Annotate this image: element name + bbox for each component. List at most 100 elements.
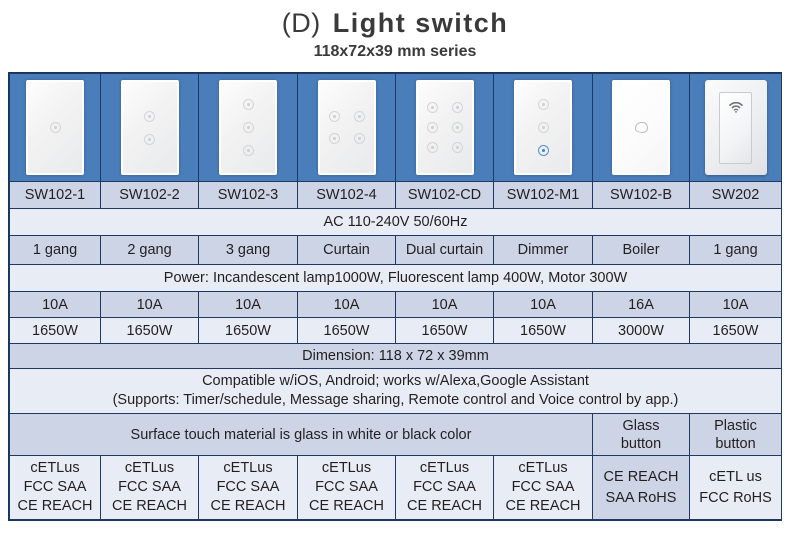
touch-panel-boiler-icon: [612, 80, 670, 175]
surface-material-row: Surface touch material is glass in white…: [9, 413, 782, 456]
product-code-4: SW102-CD: [395, 181, 494, 209]
certification-1-line-2: FCC SAA: [118, 479, 181, 495]
button-material-plastic-line-2: button: [715, 435, 756, 452]
product-type-6: Boiler: [592, 235, 690, 265]
button-material-glass: Glass button: [592, 413, 690, 456]
certification-6: CE REACH SAA RoHS: [592, 455, 690, 520]
power-note-row: Power: Incandescent lamp1000W, Fluoresce…: [9, 264, 782, 292]
certification-6-line-2: SAA RoHS: [605, 489, 677, 506]
certification-5: cETLus FCC SAA CE REACH: [493, 455, 593, 520]
certification-0-line-3: CE REACH: [17, 498, 93, 514]
certification-0-line-2: FCC SAA: [23, 479, 87, 495]
product-type-7: 1 gang: [689, 235, 782, 265]
certification-2: cETLus FCC SAA CE REACH: [198, 455, 298, 520]
product-image-row: [9, 73, 782, 182]
specification-table: SW102-1 SW102-2 SW102-3 SW102-4 SW102-CD…: [9, 73, 782, 520]
product-code-1: SW102-2: [100, 181, 199, 209]
product-image-cell-0: [9, 73, 101, 182]
product-type-3: Curtain: [297, 235, 396, 265]
compatibility-line-2: (Supports: Timer/schedule, Message shari…: [112, 392, 679, 408]
certification-2-line-1: cETLus: [223, 460, 273, 476]
certification-1: cETLus FCC SAA CE REACH: [100, 455, 199, 520]
page-subtitle: 118x72x39 mm series: [313, 43, 477, 60]
wifi-icon: [728, 101, 743, 113]
certification-2-line-2: FCC SAA: [216, 479, 280, 495]
dimension-row: Dimension: 118 x 72 x 39mm: [9, 343, 782, 369]
product-code-6: SW102-B: [592, 181, 690, 209]
certification-6-line-1: CE REACH: [603, 468, 679, 485]
certification-1-line-1: cETLus: [124, 460, 175, 476]
power-rating-4: 1650W: [395, 317, 494, 344]
current-rating-row: 10A 10A 10A 10A 10A 10A 16A 10A: [9, 291, 782, 318]
product-image-cell-7: [689, 73, 782, 182]
compatibility-line-1: Compatible w/iOS, Android; works w/Alexa…: [202, 373, 589, 389]
power-rating-2: 1650W: [198, 317, 298, 344]
certification-4-line-1: cETLus: [419, 460, 470, 476]
compatibility-row: Compatible w/iOS, Android; works w/Alexa…: [9, 368, 782, 414]
product-image-cell-3: [297, 73, 396, 182]
page-title-text: Light switch: [332, 8, 509, 38]
product-image-cell-2: [198, 73, 298, 182]
certification-3-line-3: CE REACH: [309, 498, 384, 514]
touch-panel-1-dot-icon: [26, 80, 84, 175]
certification-7-line-2: FCC RoHS: [699, 489, 772, 506]
touch-panel-2-dot-icon: [120, 80, 179, 175]
product-type-row: 1 gang 2 gang 3 gang Curtain Dual curtai…: [9, 235, 782, 265]
product-type-5: Dimmer: [493, 235, 593, 265]
certification-row: cETLus FCC SAA CE REACH cETLus FCC SAA C…: [9, 455, 782, 520]
certification-3: cETLus FCC SAA CE REACH: [297, 455, 396, 520]
surface-material-value: Surface touch material is glass in white…: [9, 413, 593, 456]
page-title: (D)Light switch: [0, 6, 790, 40]
specification-table-wrapper: SW102-1 SW102-2 SW102-3 SW102-4 SW102-CD…: [8, 72, 782, 521]
power-rating-0: 1650W: [9, 317, 101, 344]
product-code-row: SW102-1 SW102-2 SW102-3 SW102-4 SW102-CD…: [9, 181, 782, 209]
certification-4-line-3: CE REACH: [407, 498, 482, 514]
compatibility-cell: Compatible w/iOS, Android; works w/Alexa…: [9, 368, 782, 414]
certification-3-line-1: cETLus: [321, 460, 372, 476]
power-rating-5: 1650W: [493, 317, 593, 344]
certification-2-line-3: CE REACH: [210, 498, 286, 514]
current-rating-2: 10A: [198, 291, 298, 318]
certification-4-line-2: FCC SAA: [413, 479, 476, 495]
product-image-cell-5: [493, 73, 593, 182]
product-type-0: 1 gang: [9, 235, 101, 265]
product-image-cell-4: [395, 73, 494, 182]
touch-panel-3-dot-icon: [219, 80, 277, 175]
certification-4: cETLus FCC SAA CE REACH: [395, 455, 494, 520]
product-code-2: SW102-3: [198, 181, 298, 209]
certification-3-line-2: FCC SAA: [315, 479, 378, 495]
certification-7: cETL us FCC RoHS: [689, 455, 782, 520]
certification-7-line-1: cETL us: [709, 468, 762, 485]
power-rating-row: 1650W 1650W 1650W 1650W 1650W 1650W 3000…: [9, 317, 782, 344]
current-rating-0: 10A: [9, 291, 101, 318]
certification-0: cETLus FCC SAA CE REACH: [9, 455, 101, 520]
product-type-4: Dual curtain: [395, 235, 494, 265]
product-code-5: SW102-M1: [493, 181, 593, 209]
button-material-plastic-line-1: Plastic: [714, 417, 757, 434]
dimension-value: Dimension: 118 x 72 x 39mm: [9, 343, 782, 369]
touch-panel-4-dot-icon: [317, 80, 376, 175]
power-rating-1: 1650W: [100, 317, 199, 344]
current-rating-5: 10A: [493, 291, 593, 318]
current-rating-4: 10A: [395, 291, 494, 318]
current-rating-3: 10A: [297, 291, 396, 318]
power-rating-3: 1650W: [297, 317, 396, 344]
product-image-cell-1: [100, 73, 199, 182]
power-rating-6: 3000W: [592, 317, 690, 344]
certification-5-line-1: cETLus: [518, 460, 568, 476]
current-rating-7: 10A: [689, 291, 782, 318]
product-code-7: SW202: [689, 181, 782, 209]
voltage-value: AC 110-240V 50/60Hz: [9, 208, 782, 236]
touch-panel-6-dot-icon: [415, 80, 474, 175]
rocker-switch-wifi-icon: [704, 80, 767, 175]
current-rating-6: 16A: [592, 291, 690, 318]
button-material-plastic: Plastic button: [689, 413, 782, 456]
product-type-2: 3 gang: [198, 235, 298, 265]
certification-5-line-2: FCC SAA: [511, 479, 575, 495]
button-material-glass-line-1: Glass: [622, 417, 660, 434]
button-material-glass-line-2: button: [620, 435, 662, 452]
certification-1-line-3: CE REACH: [112, 498, 187, 514]
product-type-1: 2 gang: [100, 235, 199, 265]
power-rating-7: 1650W: [689, 317, 782, 344]
product-code-3: SW102-4: [297, 181, 396, 209]
